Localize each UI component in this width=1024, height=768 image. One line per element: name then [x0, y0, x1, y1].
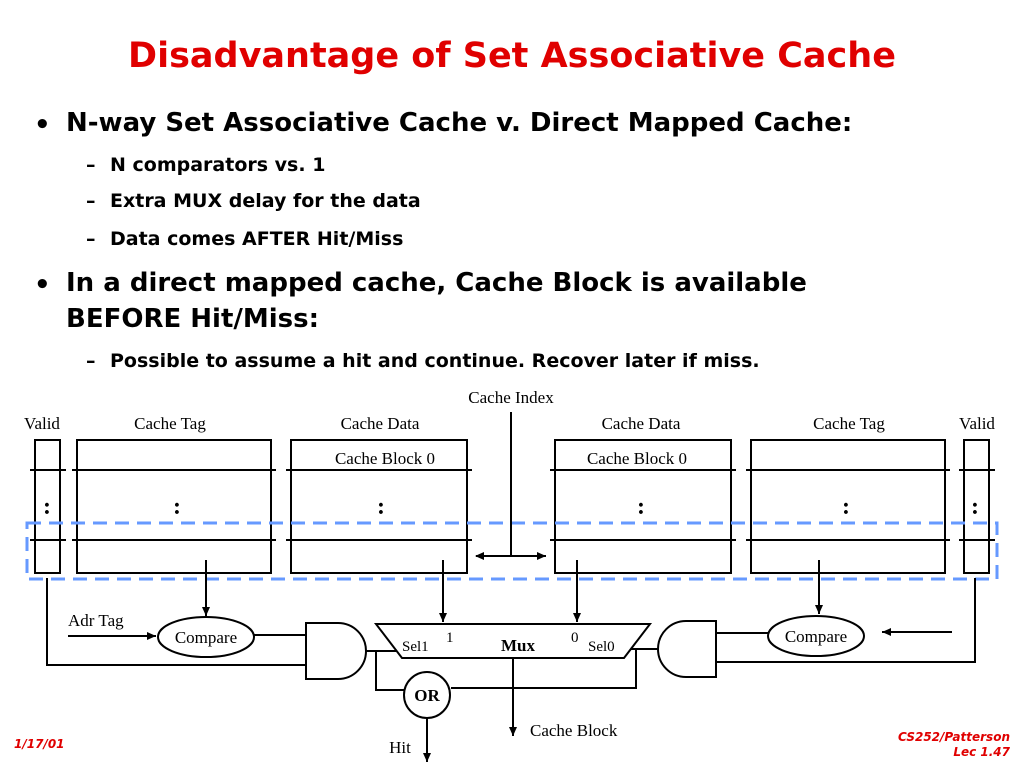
adr-tag-label: Adr Tag	[68, 611, 124, 630]
compare-label-left: Compare	[175, 628, 237, 647]
ellipsis: :	[842, 494, 850, 520]
bullet-2-text-line2: BEFORE Hit/Miss:	[66, 304, 320, 334]
course-name: CS252/Patterson	[897, 730, 1010, 744]
tag-array-left	[72, 439, 276, 574]
mux-input-0-label: 0	[571, 630, 579, 646]
or-label: OR	[414, 686, 440, 705]
bullet-1-text: N-way Set Associative Cache v. Direct Ma…	[66, 108, 853, 138]
footer-course-info: CS252/Patterson Lec 1.47	[898, 730, 1010, 760]
valid-to-and-wire-left	[46, 578, 306, 666]
and-gate-right	[657, 620, 717, 678]
bullet-1-sub-1: N comparators vs. 1	[110, 154, 326, 176]
valid-array-left	[30, 439, 66, 574]
sel1-label: Sel1	[402, 639, 429, 655]
data-array-right	[550, 439, 736, 574]
ellipsis: :	[377, 494, 385, 520]
footer-date: 1/17/01	[14, 737, 65, 751]
bullet-2-text-line1: In a direct mapped cache, Cache Block is…	[66, 268, 807, 298]
ellipsis: :	[971, 494, 979, 520]
dash-symbol: –	[86, 228, 96, 250]
bullet-2-sub-1: Possible to assume a hit and continue. R…	[110, 350, 760, 372]
cache-index-wire	[475, 412, 546, 560]
mux	[373, 623, 653, 659]
slide-title: Disadvantage of Set Associative Cache	[128, 36, 896, 76]
cache-data-label-right: Cache Data	[602, 414, 681, 433]
comparator-right	[767, 615, 865, 657]
tag-array-right	[746, 439, 950, 574]
dash-symbol: –	[86, 154, 96, 176]
cache-block-output-label: Cache Block	[530, 721, 618, 740]
and-to-or-wire-left	[375, 651, 404, 691]
mux-input-1-label: 1	[446, 630, 454, 646]
cache-block-0-label-left: Cache Block 0	[335, 449, 435, 468]
valid-to-and-wire-right	[716, 578, 976, 663]
data-array-left	[286, 439, 472, 574]
ellipsis: :	[173, 494, 181, 520]
mux-label: Mux	[501, 636, 536, 655]
cache-index-label: Cache Index	[468, 388, 554, 407]
sel0-label: Sel0	[588, 639, 615, 655]
dash-symbol: –	[86, 350, 96, 372]
hit-label: Hit	[389, 738, 411, 757]
compare-label-right: Compare	[785, 627, 847, 646]
dash-symbol: –	[86, 190, 96, 212]
valid-array-right	[959, 439, 995, 574]
comparator-left	[157, 616, 255, 658]
bullet-symbol: •	[34, 270, 51, 300]
cache-block-0-label-right: Cache Block 0	[587, 449, 687, 468]
cache-tag-label-left: Cache Tag	[134, 414, 206, 433]
lecture-number: Lec 1.47	[953, 745, 1010, 759]
ellipsis: :	[43, 494, 51, 520]
and-gate-left	[305, 622, 367, 680]
valid-label-left: Valid	[24, 414, 60, 433]
bullet-1-sub-3: Data comes AFTER Hit/Miss	[110, 228, 404, 250]
cache-tag-label-right: Cache Tag	[813, 414, 885, 433]
ellipsis: :	[637, 494, 645, 520]
valid-label-right: Valid	[959, 414, 995, 433]
cache-data-label-left: Cache Data	[341, 414, 420, 433]
bullet-1-sub-2: Extra MUX delay for the data	[110, 190, 421, 212]
bullet-symbol: •	[34, 110, 51, 140]
